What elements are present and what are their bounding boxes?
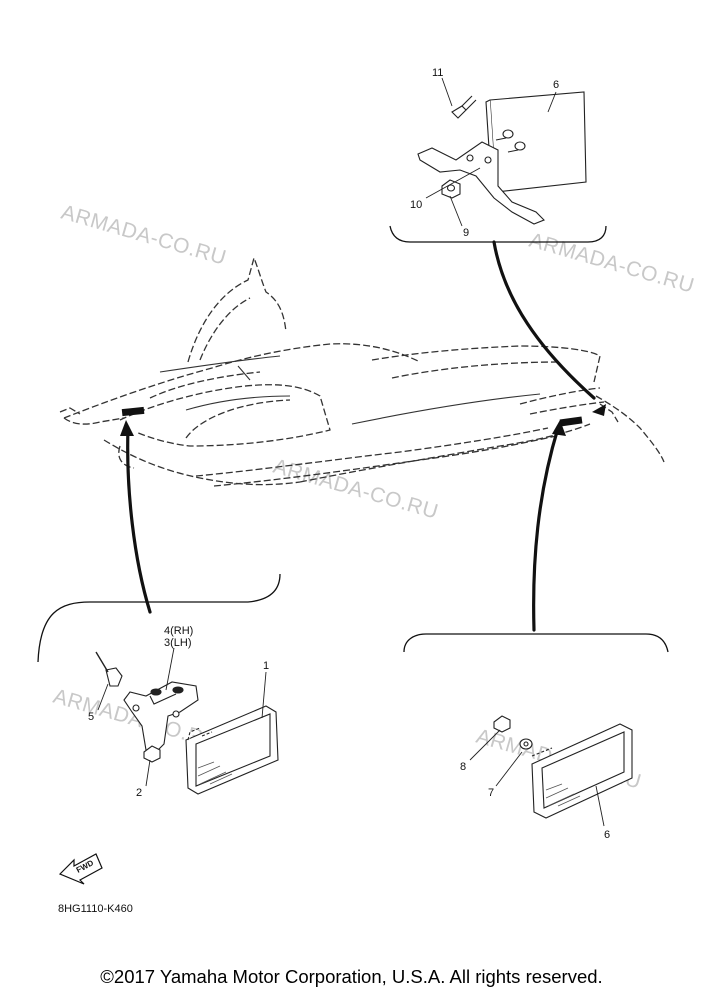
fwd-arrow: FWD — [58, 853, 103, 885]
label-part-6-top: 6 — [553, 79, 559, 91]
rear-reflector-plate — [489, 91, 587, 193]
copyright-notice: ©2017 Yamaha Motor Corporation, U.S.A. A… — [100, 966, 603, 987]
label-part-1: 1 — [263, 660, 269, 672]
rear-lower-reflector-assembly — [493, 715, 633, 819]
label-part-5: 5 — [88, 711, 94, 723]
label-part-4: 4(RH) — [164, 625, 193, 637]
part-labels: 11 6 10 9 4(RH) 3(LH) 1 5 2 8 7 6 — [88, 67, 610, 841]
leader-arrowheads — [120, 420, 566, 436]
label-part-8: 8 — [460, 761, 466, 773]
rivet-5 — [105, 667, 123, 687]
rear-reflector-marker — [559, 416, 583, 427]
snowmobile-solid-lines — [159, 355, 541, 425]
front-reflector-marker — [121, 406, 145, 417]
rear-reflector-bracket — [417, 141, 545, 225]
watermark-2: ARMADA-CO.RU — [527, 229, 697, 298]
nut-2 — [143, 745, 161, 763]
front-reflector-assembly — [95, 651, 279, 795]
callout-frames — [37, 225, 669, 663]
rear-marker-arrowhead — [592, 404, 606, 416]
label-part-9: 9 — [463, 227, 469, 239]
label-part-3: 3(LH) — [164, 637, 192, 649]
label-part-10: 10 — [410, 199, 422, 211]
diagram-code: 8HG1110-K460 — [58, 903, 133, 915]
snowmobile-outline — [59, 257, 665, 487]
label-part-6-bottom: 6 — [604, 829, 610, 841]
rear-reflector-assembly — [417, 91, 587, 225]
leader-lines — [126, 240, 596, 632]
label-part-11: 11 — [432, 67, 443, 79]
callout-lines — [97, 77, 605, 827]
watermark-1: ARMADA-CO.RU — [59, 201, 229, 270]
label-part-2: 2 — [136, 787, 142, 799]
nut-8 — [493, 715, 511, 733]
rivet-11 — [451, 105, 467, 119]
label-part-7: 7 — [488, 787, 494, 799]
